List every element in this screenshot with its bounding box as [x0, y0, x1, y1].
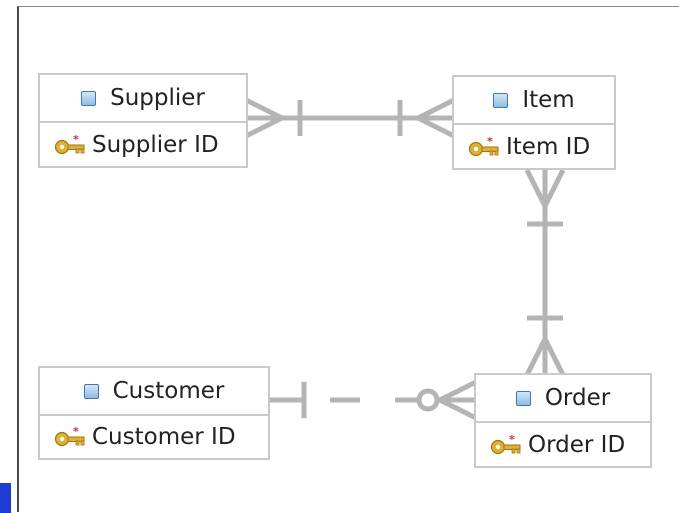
entity-key-row[interactable]: * Customer ID [40, 416, 268, 458]
edge-marker [0, 483, 11, 513]
entity-header: Order [476, 375, 650, 423]
entity-header: Supplier [40, 75, 246, 123]
relationship-supplier-item [244, 97, 456, 139]
entity-key-label: Order ID [528, 431, 626, 458]
entity-table-icon [493, 92, 509, 108]
relationship-item-order [524, 168, 566, 377]
entity-item[interactable]: Item * Item ID [452, 75, 616, 170]
primary-key-icon: * [490, 434, 521, 454]
primary-key-icon: * [468, 136, 499, 156]
entity-key-label: Customer ID [92, 424, 236, 450]
entity-table-icon [81, 90, 97, 106]
entity-title: Item [522, 87, 575, 113]
entity-title: Supplier [110, 85, 205, 111]
entity-title: Customer [112, 378, 225, 404]
relationship-customer-order [268, 379, 478, 421]
svg-text:*: * [509, 434, 515, 446]
entity-key-row[interactable]: * Order ID [476, 423, 650, 466]
entity-key-label: Item ID [506, 133, 591, 160]
entity-table-icon [83, 383, 99, 399]
svg-text:*: * [73, 134, 79, 146]
entity-order[interactable]: Order * Order ID [474, 373, 652, 468]
entity-key-row[interactable]: * Item ID [454, 125, 614, 168]
entity-key-row[interactable]: * Supplier ID [40, 123, 246, 166]
entity-table-icon [515, 390, 531, 406]
svg-text:*: * [487, 136, 493, 148]
entity-header: Item [454, 77, 614, 125]
primary-key-icon: * [54, 134, 85, 154]
entity-header: Customer [40, 368, 268, 416]
entity-customer[interactable]: Customer * Customer ID [38, 366, 270, 460]
entity-key-label: Supplier ID [92, 131, 219, 158]
entity-supplier[interactable]: Supplier * Supplier ID [38, 73, 248, 168]
entity-title: Order [544, 385, 611, 411]
svg-text:*: * [73, 426, 79, 438]
primary-key-icon: * [54, 426, 85, 447]
